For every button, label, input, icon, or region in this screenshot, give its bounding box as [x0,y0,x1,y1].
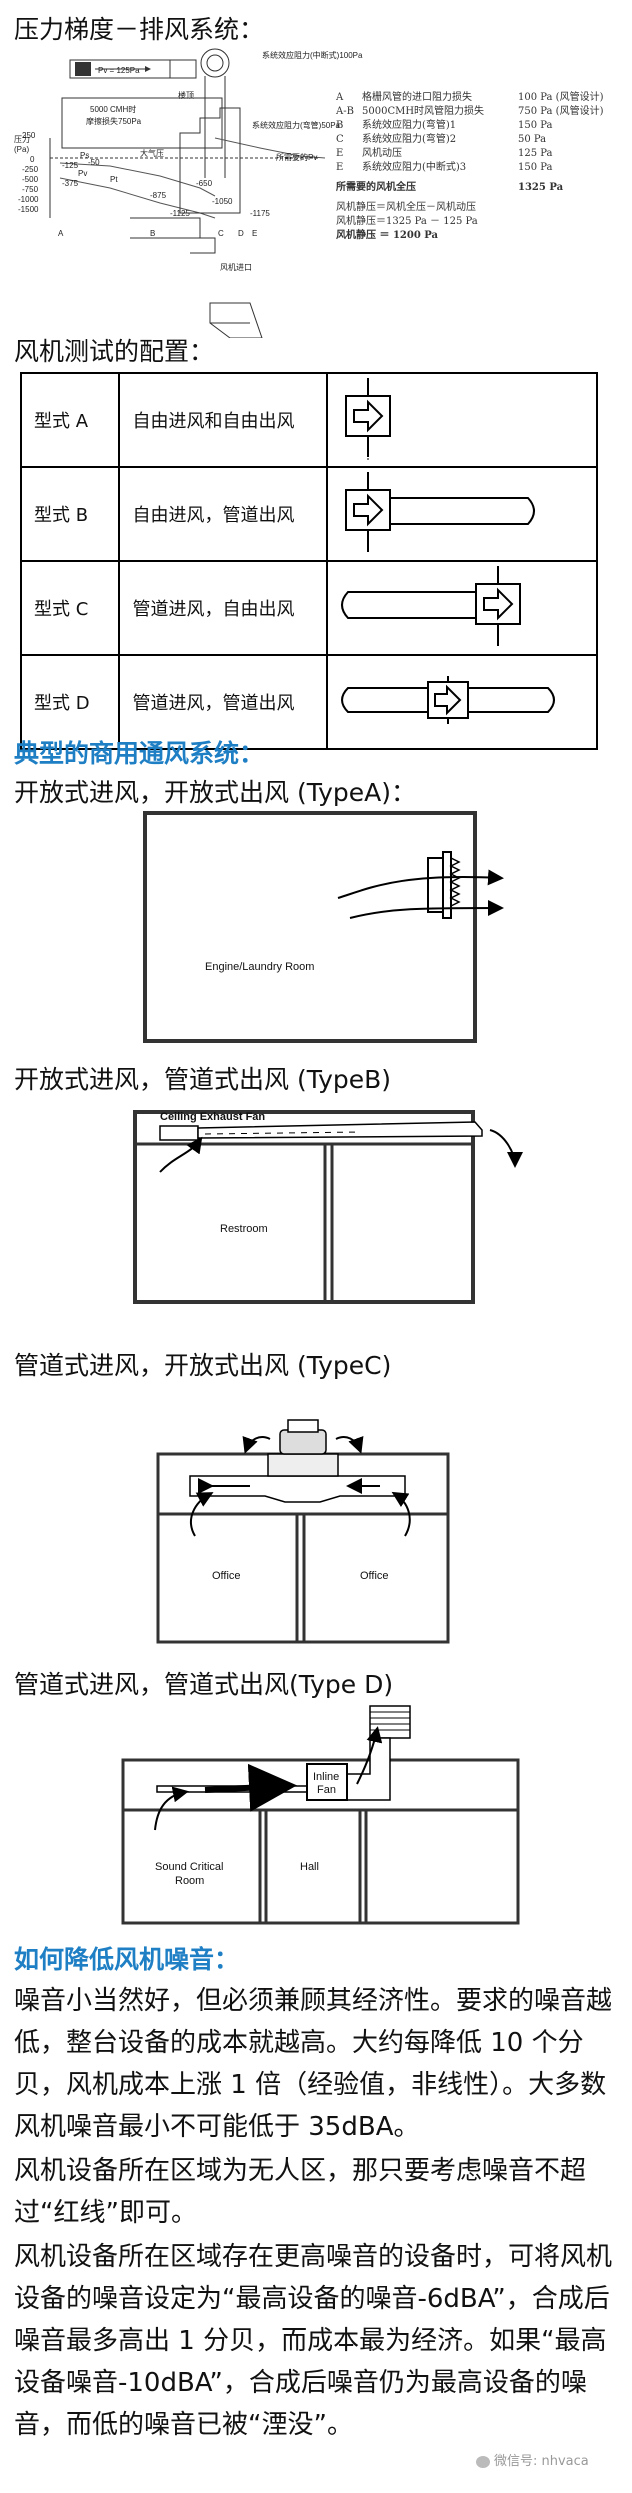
sound-room-label-1: Sound Critical [155,1861,223,1873]
type-b-diagram: Ceiling Exhaust Fan Restroom [133,1110,523,1304]
formula-1: 风机静压＝风机全压－风机动压 [336,202,476,213]
y-tick: -250 [22,165,39,174]
ceiling-fan-label: Ceiling Exhaust Fan [160,1111,265,1123]
config-icon-d [326,654,598,750]
ceiling-label: 楼顶 [178,90,194,100]
config-desc: 自由进风和自由出风 [118,372,329,468]
config-type: 型式 D [19,654,121,750]
pv-label: Pv = 125Pa [98,66,140,75]
pt-label: Pt [110,175,118,184]
fan-inlet-label: 风机进口 [220,262,252,272]
y-axis-title-2: (Pa) [14,145,29,154]
point-value: -1175 [250,209,270,218]
type-a-diagram: Engine/Laundry Room [143,811,504,1043]
config-icon-c [326,560,598,656]
config-icon-a [326,372,598,468]
duct-inlet-fan-icon [341,566,522,646]
office-2-label: Office [360,1570,389,1582]
config-desc: 管道进风，管道出风 [118,654,329,750]
type-d-diagram: Inline Fan Sound Critical Room Hall [121,1705,520,1925]
point-value: -50 [88,158,100,167]
type-c-heading: 管道式进风，开放式出风 (TypeC) [14,1351,392,1380]
y-tick: -500 [22,175,39,184]
annot-mid: 系统效应阻力(弯管)50Pa [252,120,341,130]
ps-label: Ps [80,151,89,160]
fan-box-icon [345,378,392,460]
noise-paragraph-1: 噪音小当然好，但必须兼顾其经济性。要求的噪音越低，整台设备的成本就越高。大约每降… [14,1986,613,2142]
type-c-diagram: Office Office [156,1419,450,1644]
office-1-label: Office [212,1570,241,1582]
config-desc: 自由进风，管道出风 [118,466,329,562]
hall-label: Hall [300,1861,319,1873]
table-row: 型式 C 管道进风，自由出风 [19,560,598,656]
config-desc: 管道进风，自由出风 [118,560,329,656]
point-value: -375 [62,179,79,188]
y-tick: 250 [22,131,36,140]
inline-fan-label-2: Fan [317,1784,336,1796]
noise-heading: 如何降低风机噪音： [14,1945,240,1974]
point-label-b: B [150,229,155,238]
config-type: 型式 C [19,560,121,656]
fan-duct-outlet-icon [345,472,536,552]
y-tick: -1000 [18,195,39,204]
y-axis-title-1: 压力 [14,134,30,144]
point-value: -1125 [170,209,190,218]
pressure-gradient-heading: 压力梯度－排风系统： [14,15,265,44]
type-b-heading: 开放式进风，管道式出风 (TypeB) [14,1065,392,1094]
annot-low: 所需要的Pv [276,152,317,162]
config-table: 型式 A 自由进风和自由出风 型式 B 自由进风，管道出风 型式 C 管道进风，… [19,372,598,750]
table-row: 型式 B 自由进风，管道出风 [19,466,598,562]
point-value: -650 [196,179,213,188]
typical-systems-heading: 典型的商用通风系统： [14,739,265,768]
restroom-label: Restroom [220,1223,268,1235]
inline-fan-label-1: Inline [313,1771,339,1783]
point-label-e: E [252,229,257,238]
point-label-a: A [58,229,64,238]
duct-text-2: 摩擦损失750Pa [86,116,142,126]
config-type: 型式 B [19,466,121,562]
annot-top: 系统效应阻力(中断式)100Pa [262,50,363,60]
duct-fan-duct-icon [341,676,556,724]
point-label-c: C [218,229,224,238]
pv-small-label: Pv [78,169,87,178]
fan-test-config-heading: 风机测试的配置： [14,337,215,366]
point-value: -1050 [212,197,233,206]
formula-2: 风机静压＝1325 Pa － 125 Pa [336,216,478,227]
watermark: 微信号: nhvaca [470,2448,595,2471]
y-tick: 0 [30,155,35,164]
y-tick: -750 [22,185,39,194]
point-value: -125 [62,161,79,170]
config-icon-b [326,466,598,562]
wechat-icon [476,2455,490,2468]
atmosphere-label: 大气压 [140,148,164,158]
table-row: 型式 A 自由进风和自由出风 [19,372,598,468]
noise-paragraph-3: 风机设备所在区域存在更高噪音的设备时，可将风机设备的噪音设定为“最高设备的噪音-… [14,2242,613,2440]
sound-room-label-2: Room [175,1875,204,1887]
point-value: -875 [150,191,167,200]
noise-paragraph-2: 风机设备所在区域为无人区，那只要考虑噪音不超过“红线”即可。 [14,2156,587,2228]
type-a-heading: 开放式进风，开放式出风 (TypeA)： [14,778,416,807]
point-label-d: D [238,229,244,238]
engine-room-label: Engine/Laundry Room [205,961,314,973]
type-d-heading: 管道式进风，管道式出风(Type D) [14,1670,394,1699]
formula-3: 风机静压 ＝ 1200 Pa [336,230,439,241]
config-type: 型式 A [19,372,121,468]
table-row: 型式 D 管道进风，管道出风 [19,654,598,750]
duct-text-1: 5000 CMH时 [90,104,136,114]
y-tick: -1500 [18,205,39,214]
pressure-gradient-diagram: Pv = 125Pa 5000 CMH时 摩擦损失750Pa 楼顶 压力 (Pa… [14,48,363,338]
